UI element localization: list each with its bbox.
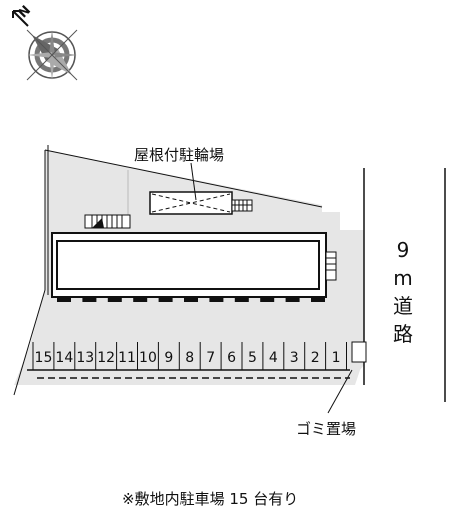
north-arrow-icon <box>12 10 29 27</box>
north-arrow-compass-icon <box>26 29 78 81</box>
parking-space-number: 14 <box>55 350 73 366</box>
parking-space-number: 7 <box>206 350 215 366</box>
parking-space-number: 4 <box>269 350 278 366</box>
footnote-parking-count: ※敷地内駐車場 15 台有り <box>122 490 298 508</box>
side-stairs <box>325 251 337 281</box>
road-label-1: 道 <box>393 294 413 318</box>
road-width-unit: m <box>393 266 413 290</box>
parking-space-number: 3 <box>290 350 299 366</box>
balcony <box>184 297 198 302</box>
bicycle-parking-label: 屋根付駐輪場 <box>134 146 224 164</box>
parking-space-number: 15 <box>35 350 53 366</box>
balcony <box>57 297 71 302</box>
road-width-number: 9 <box>396 238 410 262</box>
balcony <box>107 297 122 302</box>
balconies <box>57 297 325 302</box>
apartment-building <box>51 232 327 298</box>
road-width-label: 9 m 道 路 <box>390 236 416 348</box>
balcony <box>209 297 224 302</box>
parking-space-number: 10 <box>139 350 157 366</box>
compass-north-label: N <box>16 3 34 21</box>
parking-space-number: 12 <box>97 350 115 366</box>
balcony <box>285 297 300 302</box>
parking-space-number: 11 <box>118 350 136 366</box>
balcony <box>82 297 97 302</box>
road-label-2: 路 <box>393 322 413 346</box>
bicycle-parking-structure <box>149 191 253 215</box>
parking-space-number: 8 <box>185 350 194 366</box>
parking-space-number: 1 <box>332 350 341 366</box>
balcony <box>311 297 325 302</box>
parking-space-number: 13 <box>76 350 94 366</box>
parking-space-number: 2 <box>311 350 320 366</box>
parking-space-number: 5 <box>248 350 257 366</box>
garbage-area-label: ゴミ置場 <box>296 420 356 438</box>
stairs <box>84 214 131 229</box>
parking-space-number: 6 <box>227 350 236 366</box>
balcony <box>158 297 173 302</box>
balcony <box>260 297 275 302</box>
balcony <box>234 297 249 302</box>
balcony <box>133 297 148 302</box>
parking-space-number: 9 <box>164 350 173 366</box>
